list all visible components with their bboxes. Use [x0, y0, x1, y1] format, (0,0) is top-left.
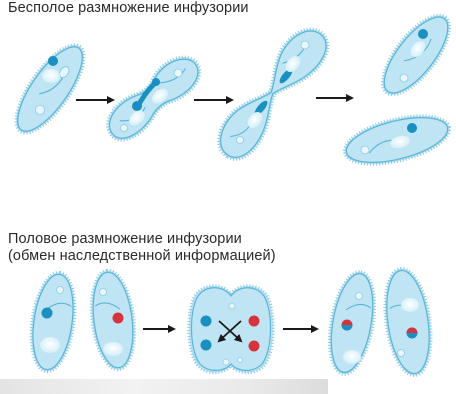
paramecium-cell [4, 35, 96, 143]
micronucleus [201, 340, 212, 351]
micronucleus [113, 313, 124, 324]
macronucleus [42, 69, 60, 83]
vacuole [398, 350, 405, 357]
micronucleus [42, 308, 53, 319]
exchanged-micronucleus [407, 328, 418, 339]
vacuole [223, 359, 229, 365]
paramecium-cell [208, 19, 336, 167]
vacuole [400, 74, 408, 82]
vacuole [57, 287, 64, 294]
micronucleus [132, 101, 142, 111]
macronucleus [401, 298, 419, 312]
vacuole [356, 293, 363, 300]
vacuole [36, 106, 45, 115]
macronucleus [103, 342, 123, 356]
micronucleus [249, 316, 260, 327]
micronucleus [407, 123, 417, 133]
macronucleus [343, 350, 361, 364]
vacuole [121, 125, 128, 132]
macronucleus [40, 337, 60, 353]
vacuole [238, 358, 243, 363]
paramecium-cell [25, 270, 81, 375]
exchanged-micronucleus [342, 320, 353, 331]
vacuole [100, 289, 107, 296]
vacuole [229, 303, 235, 309]
paramecium-cell [379, 265, 438, 378]
micronucleus [48, 56, 58, 66]
micronucleus [201, 316, 212, 327]
vacuole [361, 146, 369, 154]
vacuole [237, 137, 244, 144]
bottom-strip [0, 379, 328, 394]
micronucleus [418, 29, 428, 39]
vacuole [174, 69, 182, 77]
micronucleus [249, 341, 260, 352]
micronucleus [152, 78, 160, 86]
vacuole [301, 41, 309, 49]
